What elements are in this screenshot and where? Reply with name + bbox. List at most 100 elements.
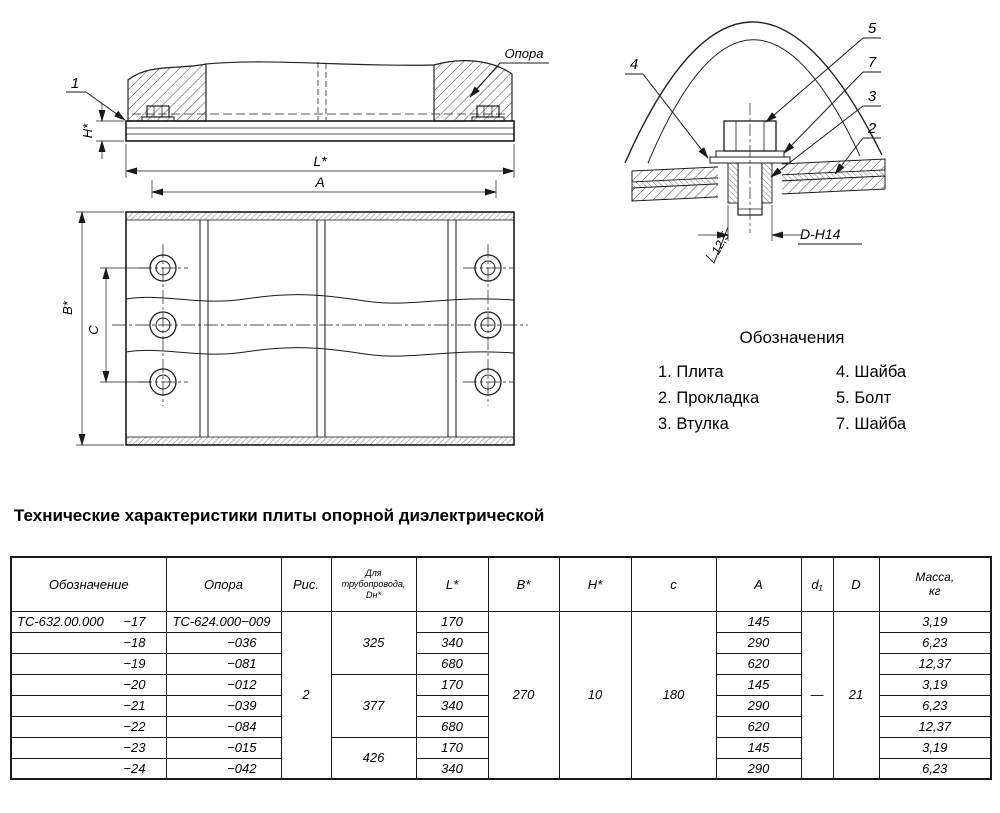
cell-l: 680 (415, 652, 489, 675)
section-title: Технические характеристики плиты опорной… (14, 506, 545, 525)
legend-item: 4. Шайба (836, 363, 907, 381)
col-support: Опора (165, 556, 282, 612)
cell-l: 170 (415, 736, 489, 759)
table-row: −19 −081 680 620 12,37 (10, 652, 992, 675)
cell-support: −012 (165, 673, 282, 696)
cell-h: 10 (558, 610, 632, 780)
legend: Обозначения 1. Плита 4. Шайба 2. Проклад… (642, 328, 942, 434)
cell-figure: 2 (280, 610, 332, 780)
legend-item: 5. Болт (836, 389, 892, 407)
plan-view (112, 211, 528, 446)
cell-designation: ТС-632.00.000−17 (10, 610, 167, 633)
cell-designation: −19 (10, 652, 167, 675)
cell-l: 680 (415, 715, 489, 738)
legend-item: 2. Прокладка (658, 389, 760, 407)
cell-mass: 12,37 (878, 715, 992, 738)
legend-item: 7. Шайба (836, 415, 907, 433)
callout-bolt: 5 (868, 20, 877, 37)
cell-support: −015 (165, 736, 282, 759)
callout-bushing: 3 (868, 88, 877, 105)
col-d: D (832, 556, 880, 612)
col-designation: Обозначение (10, 556, 167, 612)
callout-washer-bottom: 4 (630, 56, 638, 73)
table-row: −21 −039 340 290 6,23 (10, 694, 992, 717)
cell-a: 145 (715, 673, 802, 696)
cell-l: 340 (415, 694, 489, 717)
cell-mass: 3,19 (878, 736, 992, 759)
col-c: с (630, 556, 717, 612)
cell-d: 21 (832, 610, 880, 780)
cell-support: −081 (165, 652, 282, 675)
side-view-pipe (127, 60, 513, 122)
table-row: ТС-632.00.000−17 ТС-624.000−009 2 325 17… (10, 610, 992, 780)
cell-mass: 3,19 (878, 610, 992, 633)
cell-mass: 6,23 (878, 757, 992, 780)
dim-h-label: H* (80, 123, 95, 138)
callout-plate-number: 1 (71, 75, 79, 92)
cell-mass: 12,37 (878, 652, 992, 675)
cell-mass: 6,23 (878, 631, 992, 654)
col-mass: Масса, кг (878, 556, 992, 612)
callout-washer-top: 7 (868, 54, 877, 71)
cell-l: 170 (415, 610, 489, 633)
cell-b: 270 (487, 610, 560, 780)
cell-a: 290 (715, 631, 802, 654)
cell-mass: 6,23 (878, 694, 992, 717)
dim-b-label: B* (60, 300, 75, 315)
legend-item: 1. Плита (658, 363, 724, 381)
cell-designation: −23 (10, 736, 167, 759)
side-view-plate (125, 105, 515, 142)
cell-a: 620 (715, 652, 802, 675)
cell-support: −042 (165, 757, 282, 780)
table-row: −18 −036 340 290 6,23 (10, 631, 992, 654)
spec-table: Обозначение Опора Рис. Для трубопровода,… (10, 556, 992, 780)
col-pipe-dn: Для трубопровода, Dн* (330, 556, 417, 612)
dim-l: L* (125, 144, 515, 178)
cell-dn: 426 (330, 736, 417, 780)
cell-l: 340 (415, 631, 489, 654)
dim-a: A (151, 174, 497, 198)
header-row: Обозначение Опора Рис. Для трубопровода,… (10, 556, 992, 612)
col-h: H* (558, 556, 632, 612)
legend-item: 3. Втулка (658, 415, 729, 433)
cell-designation: −20 (10, 673, 167, 696)
cell-a: 290 (715, 757, 802, 780)
dim-b: B* (60, 211, 124, 446)
col-b: B* (487, 556, 560, 612)
dim-h: H* (80, 103, 124, 159)
pipe-dome (624, 21, 883, 164)
cell-c: 180 (630, 610, 717, 780)
callout-gasket: 2 (867, 120, 877, 137)
dim-l-label: L* (313, 153, 327, 169)
dim-c-label: C (86, 325, 101, 335)
col-d1: d₁ (800, 556, 834, 612)
cell-mass: 3,19 (878, 673, 992, 696)
cell-dn: 325 (330, 610, 417, 675)
cell-support: −036 (165, 631, 282, 654)
col-l: L* (415, 556, 489, 612)
cell-designation: −24 (10, 757, 167, 780)
col-figure: Рис. (280, 556, 332, 612)
cell-a: 620 (715, 715, 802, 738)
cell-l: 340 (415, 757, 489, 780)
col-a: A (715, 556, 802, 612)
roughness-value: 12,5 (709, 229, 732, 256)
callout-plate: 1 (66, 75, 126, 121)
cell-designation: −18 (10, 631, 167, 654)
cell-support: ТС-624.000−009 (165, 610, 282, 633)
table-row: −20 −012 377 170 145 3,19 (10, 673, 992, 738)
cell-d1: — (800, 610, 834, 780)
general-view-drawing: 1 Опора H* L* A (60, 46, 549, 446)
cell-support: −039 (165, 694, 282, 717)
dim-a-label: A (314, 174, 324, 190)
table-row: −24 −042 340 290 6,23 (10, 757, 992, 780)
cell-a: 290 (715, 694, 802, 717)
cell-l: 170 (415, 673, 489, 696)
cell-a: 145 (715, 610, 802, 633)
dim-hole: D-H14 (698, 205, 862, 245)
detail-drawing: 5 7 3 2 4 12,5 D-H14 (624, 20, 886, 264)
support-leader: Опора (469, 46, 549, 98)
detail-callouts: 5 7 3 2 4 (625, 20, 881, 178)
cell-a: 145 (715, 736, 802, 759)
